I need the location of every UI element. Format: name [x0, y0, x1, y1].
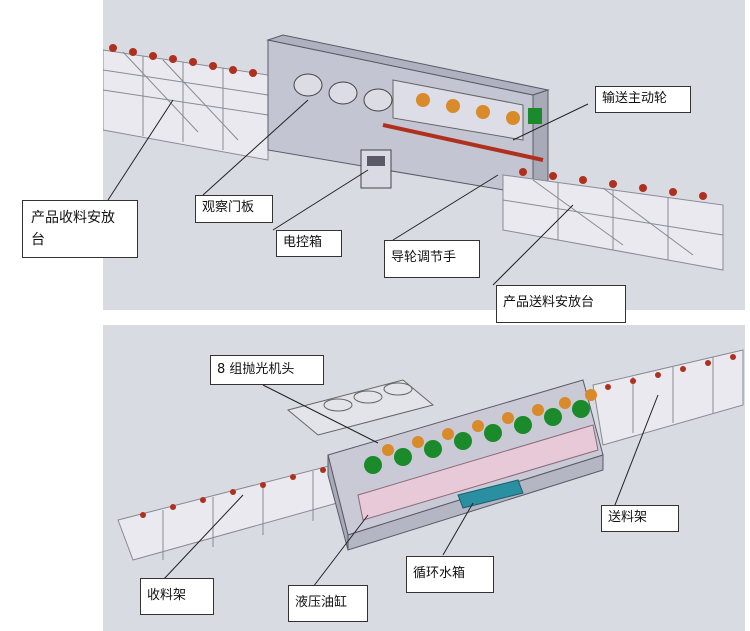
leader-feed-rack [612, 394, 659, 511]
leader-water-tank [442, 502, 474, 556]
polishing-heads [364, 389, 597, 474]
feed-rack-frame [592, 349, 744, 446]
machine-body [266, 34, 550, 196]
label-receive-platform: 产品收料安放 台 [22, 200, 138, 258]
receive-rollers [109, 44, 257, 77]
top-machine-drawing [103, 34, 724, 286]
water-tank [457, 479, 524, 509]
leader-polish-heads [262, 384, 379, 444]
leader-control-box [272, 169, 369, 231]
top-machine-view [103, 0, 745, 310]
label-inspection-door: 观察门板 [195, 195, 273, 223]
receive-rack-frame [117, 464, 349, 561]
bottom-machine-drawing [117, 349, 744, 588]
label-feed-platform: 产品送料安放台 [496, 285, 626, 323]
leader-drive-wheel [512, 103, 589, 141]
label-control-box: 电控箱 [276, 230, 342, 257]
receive-platform-frame [103, 49, 269, 161]
label-feed-rack: 送料架 [601, 505, 679, 532]
label-hydraulic-cylinder: 液压油缸 [288, 585, 368, 622]
label-receive-rack: 收料架 [140, 578, 214, 615]
receive-rack-rollers [140, 467, 326, 518]
label-guide-wheel-adjuster: 导轮调节手 [384, 240, 480, 278]
polisher-body [286, 379, 604, 551]
leader-receive-platform [107, 99, 174, 201]
feed-platform-frame [502, 174, 724, 271]
leader-hydraulic [312, 514, 369, 588]
feed-rack-rollers [605, 354, 736, 390]
feed-rollers [519, 168, 707, 200]
label-water-tank: 循环水箱 [406, 556, 494, 593]
label-polish-heads: 8 组抛光机头 [210, 355, 324, 385]
label-drive-wheel: 输送主动轮 [595, 86, 691, 113]
leader-guide-wheel [392, 174, 499, 241]
leader-inspection-door [202, 99, 309, 196]
leader-receive-rack [162, 494, 244, 581]
leader-feed-platform [492, 204, 574, 286]
